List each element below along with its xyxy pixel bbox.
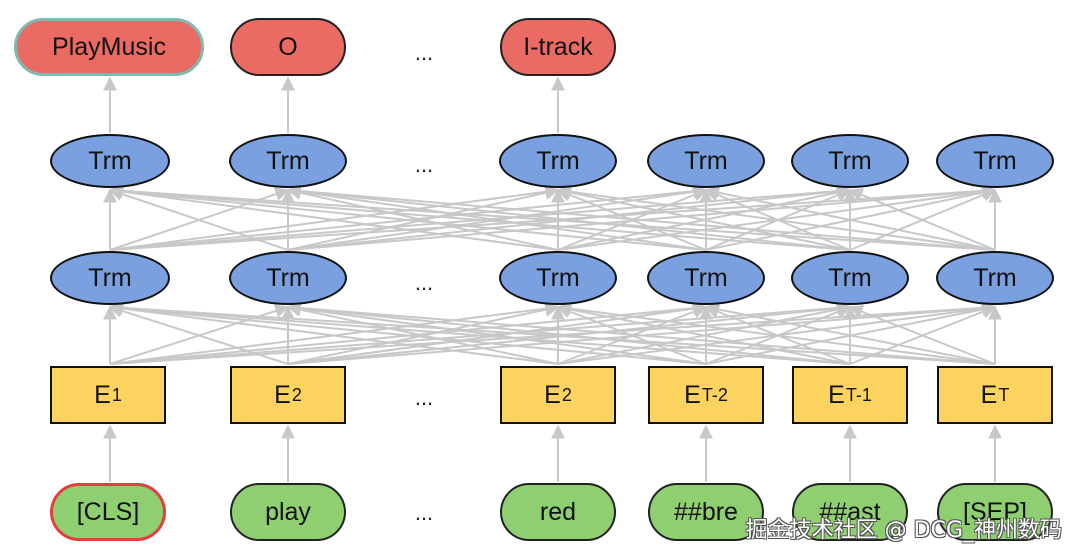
- output-label-i-track: I-track: [500, 18, 616, 76]
- transformer-node: Trm: [936, 251, 1054, 305]
- embedding-subscript: T-1: [845, 384, 872, 405]
- connection-arrow: [556, 185, 851, 251]
- token-cls: [CLS]: [50, 483, 166, 541]
- transformer-node: Trm: [50, 134, 170, 188]
- connection-arrow: [108, 184, 559, 251]
- ellipsis: ...: [414, 40, 434, 65]
- connection-arrow: [556, 301, 996, 365]
- connection-arrow: [108, 301, 707, 365]
- watermark: 掘金技术社区 @ DCG_神州数码: [745, 518, 1062, 543]
- embedding-base: E: [980, 380, 998, 409]
- connection-arrow: [108, 187, 289, 251]
- token-play: play: [230, 483, 346, 541]
- transformer-node: Trm: [50, 251, 170, 305]
- connection-arrow: [556, 184, 996, 251]
- connection-arrow: [704, 185, 996, 251]
- connection-arrow: [286, 185, 559, 251]
- ellipsis: ...: [414, 500, 434, 525]
- connection-arrow: [108, 301, 559, 365]
- output-label-playmusic: PlayMusic: [14, 18, 204, 76]
- connection-arrow: [108, 184, 707, 251]
- ellipsis: ...: [414, 385, 434, 410]
- transformer-node: Trm: [791, 134, 909, 188]
- ellipsis: ...: [414, 152, 434, 177]
- transformer-node: Trm: [229, 251, 347, 305]
- embedding-base: E: [684, 380, 701, 409]
- output-label-o: O: [230, 18, 346, 76]
- connection-arrow: [286, 184, 851, 251]
- embedding-base: E: [94, 380, 111, 409]
- connection-arrow: [848, 188, 996, 251]
- ellipsis: ...: [414, 270, 434, 295]
- transformer-node: Trm: [499, 134, 617, 188]
- embedding-base: E: [274, 380, 291, 409]
- connection-arrow: [286, 301, 851, 365]
- embedding-subscript: 2: [291, 384, 302, 405]
- connection-arrow: [108, 300, 851, 365]
- connection-arrow: [108, 304, 289, 365]
- connection-arrow: [556, 302, 851, 365]
- connection-arrow: [704, 302, 996, 365]
- connection-arrow: [286, 301, 707, 365]
- connection-arrow: [108, 183, 996, 251]
- transformer-node: Trm: [647, 134, 765, 188]
- connection-arrow: [848, 305, 996, 365]
- connection-arrow: [286, 184, 996, 251]
- embedding-subscript: 2: [561, 384, 572, 405]
- transformer-node: Trm: [229, 134, 347, 188]
- transformer-node: Trm: [647, 251, 765, 305]
- transformer-node: Trm: [499, 251, 617, 305]
- embedding-base: E: [828, 380, 845, 409]
- connection-arrow: [286, 302, 559, 365]
- token-red: red: [500, 483, 616, 541]
- embedding-subscript: T: [998, 384, 1010, 405]
- transformer-node: Trm: [936, 134, 1054, 188]
- connection-arrow: [286, 301, 996, 365]
- connection-arrow: [286, 184, 707, 251]
- connection-arrow: [108, 184, 851, 251]
- embedding-subscript: T-2: [701, 384, 728, 405]
- token-ast: ##ast: [792, 483, 908, 541]
- token-bre: ##bre: [648, 483, 764, 541]
- transformer-node: Trm: [791, 251, 909, 305]
- embedding-subscript: 1: [111, 384, 122, 405]
- embedding-base: E: [544, 380, 561, 409]
- connection-arrow: [108, 300, 996, 365]
- connection-arrows: [103, 76, 1002, 482]
- token-sep: [SEP]: [937, 483, 1053, 541]
